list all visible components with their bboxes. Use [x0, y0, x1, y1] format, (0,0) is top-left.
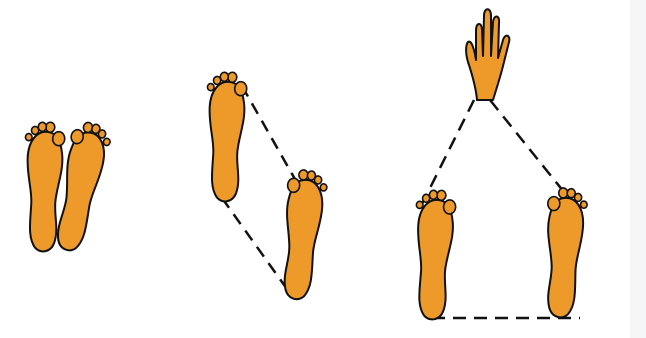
rear-sole [281, 179, 324, 301]
front-sole [205, 81, 246, 202]
front-footprint [202, 71, 248, 202]
hand-shape [466, 9, 509, 100]
tripod-left-footprint [408, 189, 456, 321]
hand-print [466, 9, 509, 100]
dashed-line-bottom [222, 198, 292, 296]
tripod-right-sole [545, 197, 584, 318]
rear-footprint [280, 169, 328, 301]
tripod-right-footprint [544, 187, 588, 318]
tripod-left-sole [412, 199, 455, 321]
staggered-stance-figure [202, 71, 328, 301]
tripod-stance-figure [408, 9, 587, 320]
parallel-stance-figure [20, 120, 113, 254]
dashed-line-right-side [490, 100, 572, 202]
dashed-line-top [242, 86, 300, 188]
